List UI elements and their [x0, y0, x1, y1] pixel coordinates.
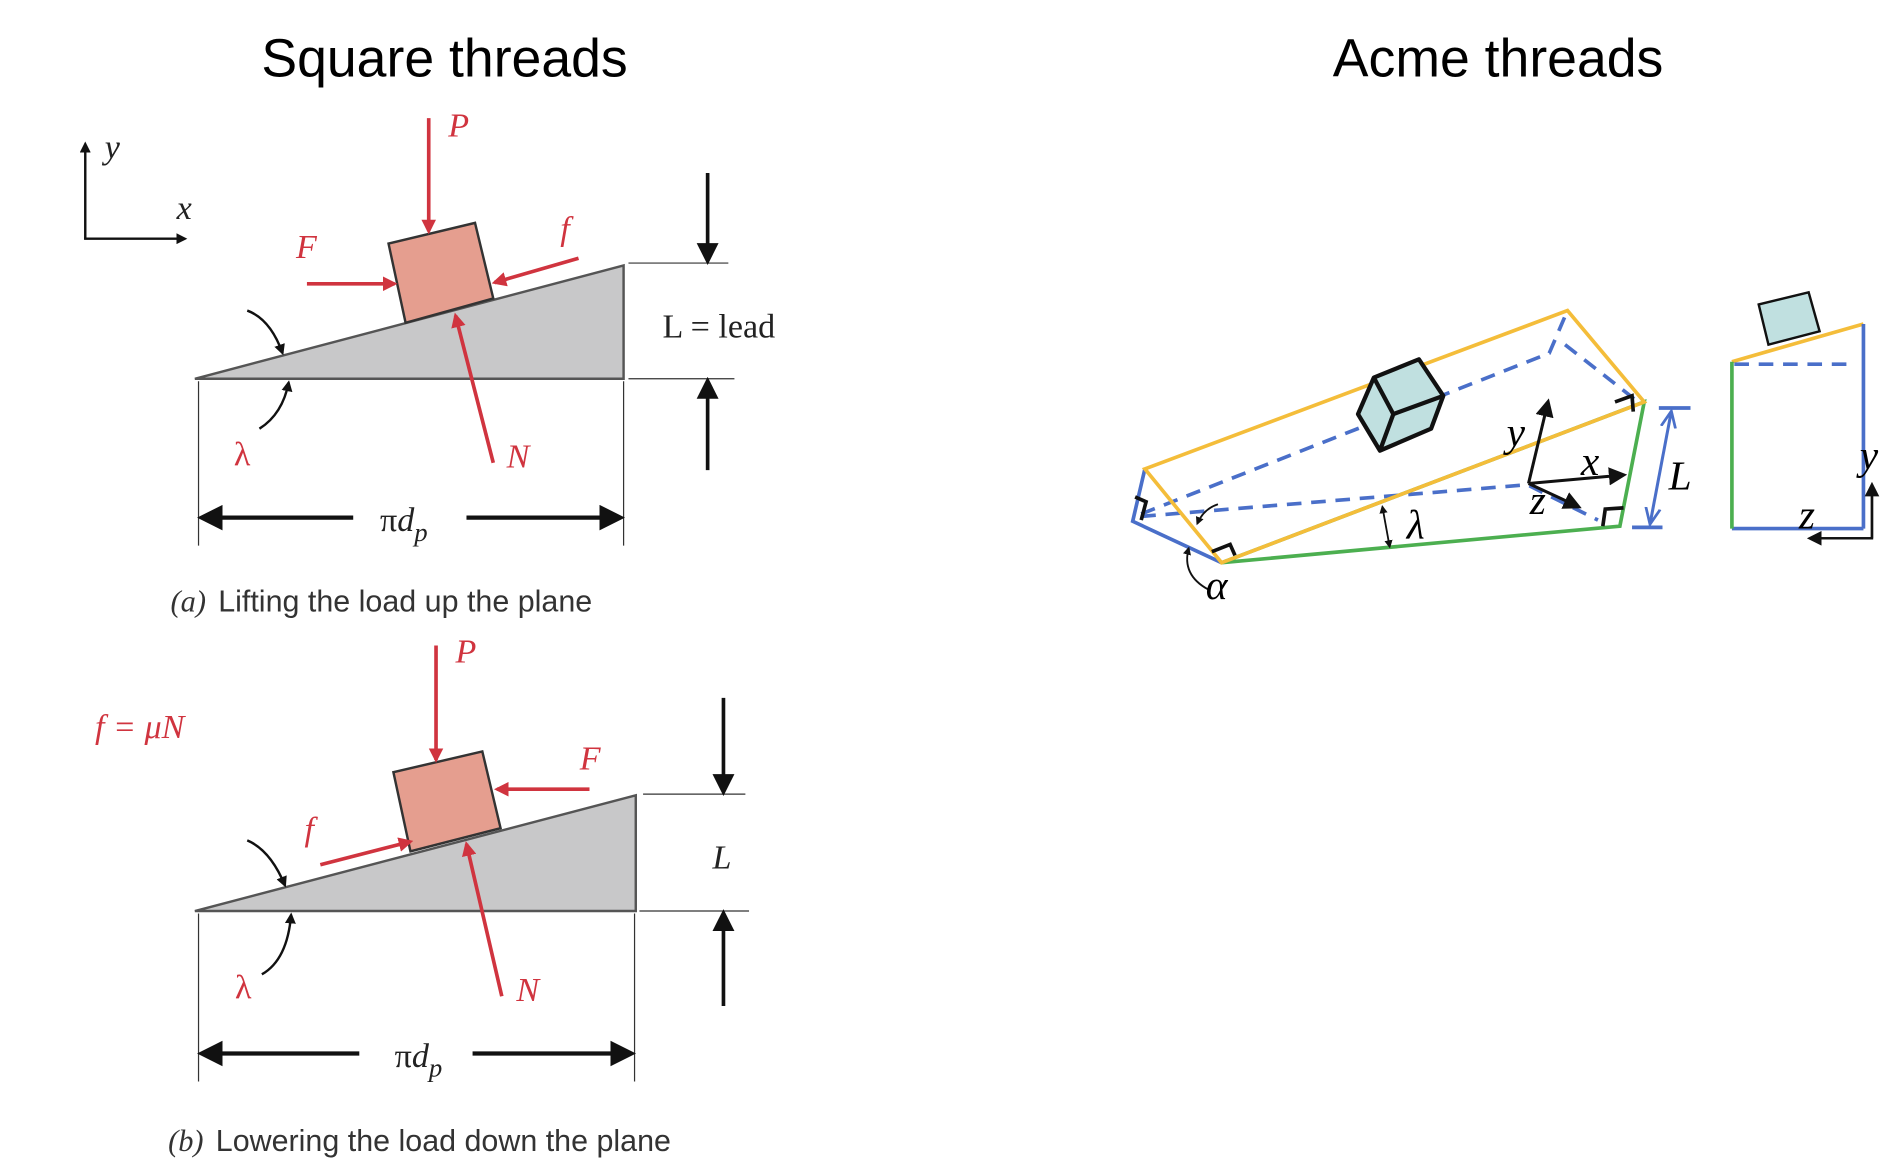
side-label-z: z — [1798, 492, 1815, 538]
label-L: L — [712, 839, 732, 876]
label-x: x — [1580, 438, 1600, 484]
diagram-a-lifting: P F f N λ L = lead πdp (a) Lifting the lo… — [171, 107, 776, 618]
friction-equation: f = μN — [95, 709, 187, 746]
p-subscript: p — [412, 517, 427, 547]
pi: π — [395, 1038, 412, 1075]
label-L-lead: L = lead — [663, 308, 776, 345]
label-P: P — [455, 634, 477, 671]
caption-letter: (b) — [168, 1124, 204, 1158]
lambda-arrow-lower — [261, 912, 296, 976]
label-P: P — [447, 107, 469, 144]
label-f: f — [560, 211, 574, 248]
label-F: F — [579, 741, 602, 778]
caption-b: (b) Lowering the load down the plane — [168, 1124, 671, 1158]
force-N-arrow-b — [462, 841, 504, 997]
label-z: z — [1529, 477, 1546, 523]
lambda-arrow-upper — [246, 839, 287, 888]
label-pi-dp: πdp — [380, 502, 428, 547]
acme-threads-title: Acme threads — [1333, 29, 1664, 89]
inclined-plane-b — [194, 793, 637, 913]
label-lambda: λ — [235, 970, 252, 1007]
caption-text: Lifting the load up the plane — [218, 584, 592, 618]
force-f-arrow-a — [491, 256, 580, 287]
cube-load — [1355, 357, 1446, 453]
side-label-y: y — [1856, 432, 1879, 478]
coordinate-axes: y x — [79, 129, 192, 245]
p-subscript: p — [427, 1053, 442, 1083]
caption-letter: (a) — [171, 584, 207, 618]
diagram-b-lowering: f = μN P F f N λ L πdp (b) Lowering the l… — [95, 634, 750, 1158]
label-N: N — [515, 972, 541, 1009]
axis-x-label: x — [176, 190, 192, 227]
load-block-b — [391, 750, 503, 853]
label-F: F — [295, 229, 318, 266]
label-alpha: α — [1206, 562, 1229, 608]
acme-side-view: y z — [1730, 290, 1880, 546]
force-f-arrow-b — [319, 837, 414, 867]
label-N: N — [506, 439, 532, 476]
lambda-arrow-upper — [246, 309, 285, 356]
label-pi-dp: πdp — [395, 1038, 443, 1083]
d: d — [412, 1038, 430, 1075]
force-N-arrow-a — [451, 312, 496, 464]
pi: π — [380, 502, 397, 539]
side-block — [1757, 290, 1822, 347]
label-lambda: λ — [234, 436, 251, 473]
caption-a: (a) Lifting the load up the plane — [171, 584, 593, 618]
label-f: f — [304, 811, 318, 848]
square-threads-title: Square threads — [261, 29, 627, 89]
axis-y-label: y — [102, 129, 121, 166]
label-L: L — [1668, 453, 1692, 499]
d: d — [397, 502, 415, 539]
lambda-arrow-lower — [258, 380, 293, 430]
load-block-a — [387, 221, 495, 325]
label-lambda: λ — [1405, 501, 1425, 547]
caption-text: Lowering the load down the plane — [216, 1124, 671, 1158]
label-y: y — [1503, 409, 1526, 455]
acme-3d-diagram: y x z L λ α — [1130, 308, 1692, 608]
L-dimension-arrow — [1650, 413, 1671, 523]
